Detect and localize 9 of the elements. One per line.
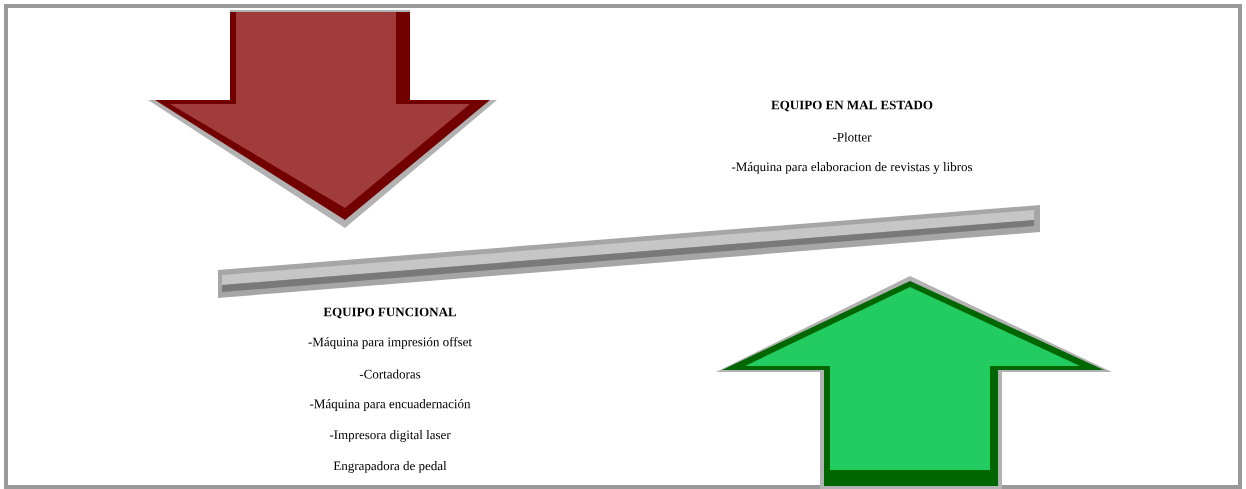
section-heading: EQUIPO EN MAL ESTADO xyxy=(771,100,933,112)
list-item: -Plotter xyxy=(833,132,872,142)
list-item: -Máquina para encuadernación xyxy=(310,399,471,411)
list-item: -Cortadoras xyxy=(359,369,421,379)
section-heading: EQUIPO FUNCIONAL xyxy=(323,307,457,319)
list-item: -Máquina para elaboracion de revistas y libros xyxy=(731,162,973,174)
list-item: -Máquina para impresión offset xyxy=(308,337,472,349)
list-item: Engrapadora de pedal xyxy=(333,461,447,473)
list-item: -Impresora digital laser xyxy=(329,430,451,442)
